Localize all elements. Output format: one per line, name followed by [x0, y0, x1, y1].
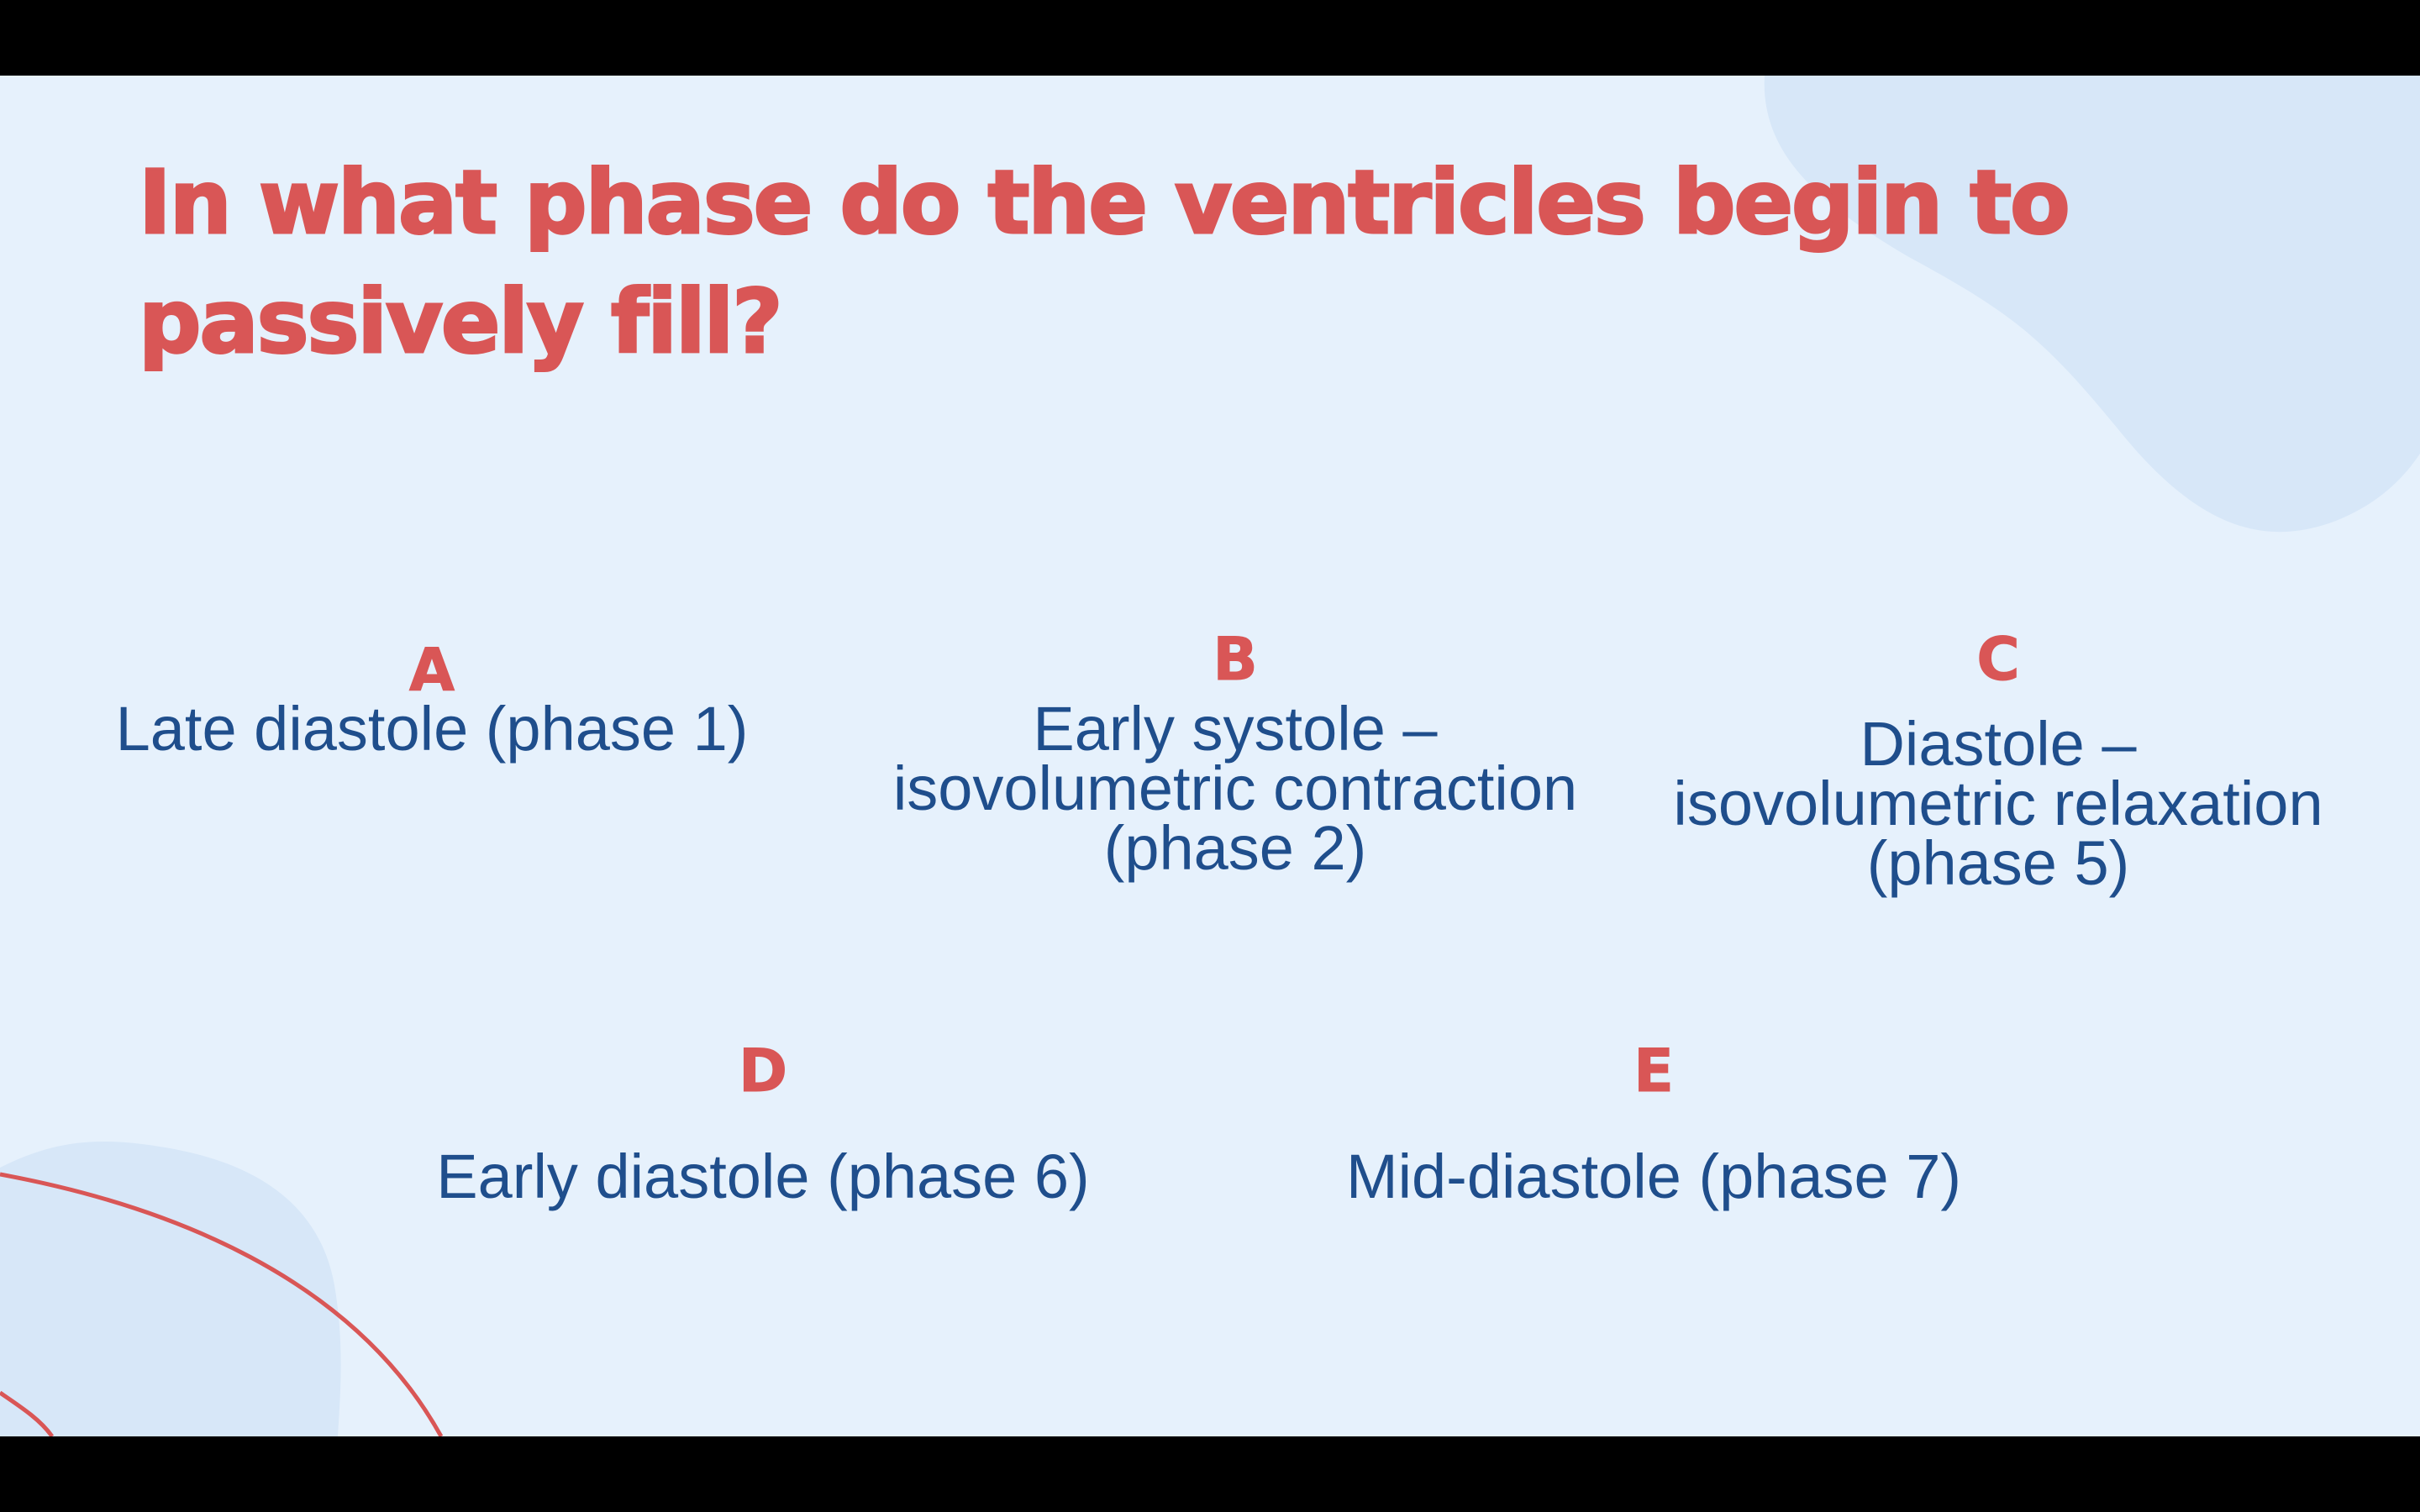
bottom-left-arc-inner: [0, 1390, 55, 1436]
bottom-left-arc-outer: [0, 1172, 444, 1436]
bottom-left-blob: [0, 1141, 341, 1436]
option-c-text[interactable]: Diastole – isovolumetric relaxation (pha…: [1673, 709, 2323, 898]
option-d-text[interactable]: Early diastole (phase 6): [436, 1142, 1090, 1211]
slide: In what phase do the ventricles begin to…: [0, 76, 2420, 1436]
option-c-letter: C: [1976, 625, 2020, 694]
top-right-blob: [1764, 76, 2420, 533]
option-d-letter: D: [738, 1037, 788, 1105]
option-e-text[interactable]: Mid-diastole (phase 7): [1345, 1142, 1962, 1211]
option-a-text[interactable]: Late diastole (phase 1): [115, 694, 749, 764]
slide-decoration: [0, 76, 2420, 1436]
option-a-letter: A: [408, 636, 455, 705]
option-e-letter: E: [1634, 1037, 1675, 1105]
option-b-text[interactable]: Early systole – isovolumetric contractio…: [892, 694, 1578, 883]
question-title: In what phase do the ventricles begin to…: [138, 150, 2072, 375]
option-b-letter: B: [1213, 625, 1258, 694]
